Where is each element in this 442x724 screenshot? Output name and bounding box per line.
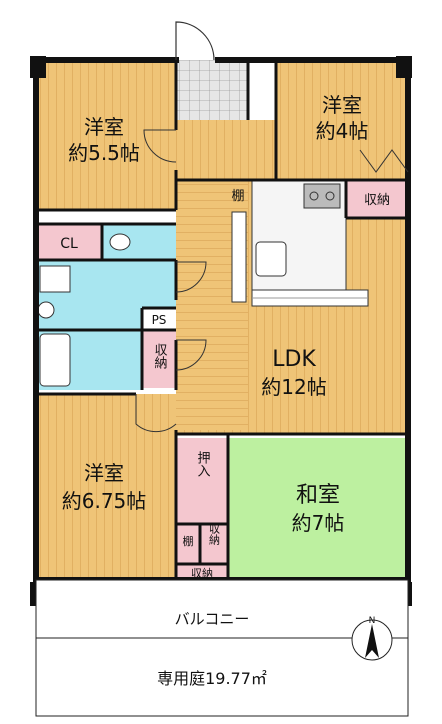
door-swing xyxy=(359,149,409,173)
japanese-room-name: 和室 xyxy=(296,483,340,508)
storage-small-label: 収納 xyxy=(208,523,221,546)
shelf-bottom-label: 棚 xyxy=(183,534,194,548)
ps-label: PS xyxy=(152,313,167,327)
ldk-name: LDK xyxy=(272,347,316,372)
entry-door xyxy=(175,21,215,61)
door-swing xyxy=(143,129,177,163)
column-tl xyxy=(30,56,46,78)
door-swing xyxy=(175,261,207,293)
garden-label: 専用庭19.77㎡ xyxy=(157,669,267,688)
balcony-area xyxy=(35,579,409,639)
room-a-name: 洋室 xyxy=(84,115,124,139)
washer-icon xyxy=(39,265,71,293)
room-c-size: 約6.75帖 xyxy=(62,489,147,513)
balcony-label: バルコニー xyxy=(175,610,250,628)
western-room-c-floor xyxy=(36,394,176,580)
interior-walls xyxy=(36,60,408,580)
storage-mid-box xyxy=(142,330,176,388)
compass-label: N xyxy=(369,616,376,626)
entrance-floor xyxy=(176,60,248,120)
washbasin-icon xyxy=(37,301,55,319)
room-a-size: 約5.5帖 xyxy=(68,141,140,165)
storage-bottom-label: 収納 xyxy=(191,567,213,580)
toilet-icon xyxy=(109,233,131,251)
japanese-room-size: 約7帖 xyxy=(292,511,345,535)
oshiire-box xyxy=(176,438,228,524)
oshiire-label: 押入 xyxy=(195,451,211,477)
compass-icon xyxy=(351,619,393,661)
closet-box xyxy=(36,224,102,260)
western-room-a-floor xyxy=(36,60,176,210)
closet-label: CL xyxy=(60,236,78,252)
storage-mid-label: 収納 xyxy=(152,343,168,370)
counter-side xyxy=(231,211,247,303)
hall-floor xyxy=(176,120,276,180)
door-swing xyxy=(135,394,177,433)
door-swing xyxy=(175,339,207,371)
storage-top-right-label: 収納 xyxy=(364,193,390,208)
stove-icon xyxy=(303,183,341,209)
japanese-room-floor xyxy=(228,438,408,580)
room-b-name: 洋室 xyxy=(322,93,362,117)
storage-small-box xyxy=(200,524,228,564)
shelf-bottom-box xyxy=(176,524,200,564)
room-b-size: 約4帖 xyxy=(316,119,369,143)
storage-top-right-box xyxy=(346,180,408,218)
column-tr xyxy=(396,56,412,78)
garden-area xyxy=(35,637,409,717)
shelf-top-label: 棚 xyxy=(231,189,244,204)
ps-box xyxy=(142,308,176,330)
sink-icon xyxy=(255,241,287,277)
western-room-b-floor xyxy=(276,60,408,180)
ldk-size: 約12帖 xyxy=(261,375,326,399)
room-c-name: 洋室 xyxy=(84,461,124,485)
storage-bottom-box xyxy=(176,564,228,580)
bathtub-icon xyxy=(39,333,71,387)
